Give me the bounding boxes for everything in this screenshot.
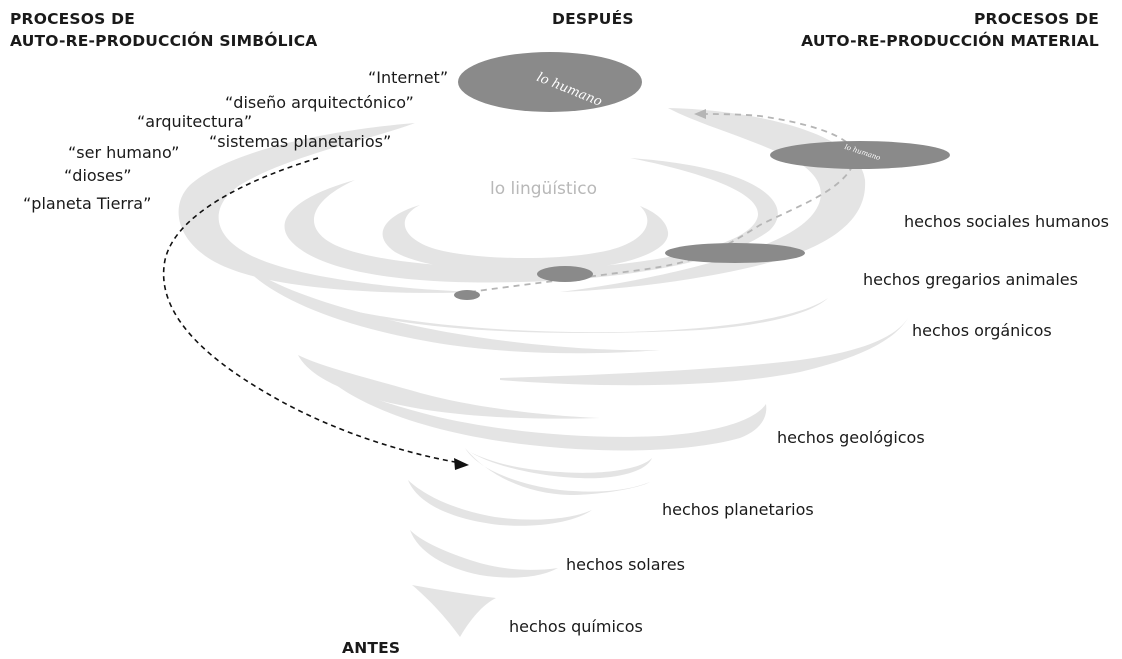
symbolic-item-architectural-design: “diseño arquitectónico” xyxy=(225,93,414,112)
level-organic: hechos orgánicos xyxy=(912,321,1052,340)
black-dashed-arrow xyxy=(162,157,456,463)
human-blob-large xyxy=(458,52,642,112)
level-chemical: hechos químicos xyxy=(509,617,643,636)
right-header-line2: AUTO-RE-PRODUCCIÓN MATERIAL xyxy=(801,32,1099,50)
level-planetary: hechos planetarios xyxy=(662,500,814,519)
left-header-line1: PROCESOS DE xyxy=(10,10,135,28)
symbolic-item-internet: “Internet” xyxy=(368,68,449,87)
black-arrow-head xyxy=(454,458,469,470)
spiral-band-9 xyxy=(320,372,767,451)
spiral-band-12 xyxy=(408,480,592,526)
spiral-band-8 xyxy=(298,355,600,419)
blob-gregarious xyxy=(537,266,593,282)
after-header: DESPUÉS xyxy=(552,10,634,28)
symbolic-item-human-being: “ser humano” xyxy=(68,143,180,162)
spiral-band-13 xyxy=(410,530,558,578)
level-social-human: hechos sociales humanos xyxy=(904,212,1109,231)
spiral-band-1 xyxy=(178,123,480,293)
level-geological: hechos geológicos xyxy=(777,428,925,447)
symbolic-item-planetary-systems: “sistemas planetarios” xyxy=(209,132,392,151)
left-header-line2: AUTO-RE-PRODUCCIÓN SIMBÓLICA xyxy=(10,32,318,50)
human-blob-small xyxy=(770,141,950,169)
blob-social xyxy=(665,243,805,263)
spiral-band-6 xyxy=(240,262,660,354)
linguistic-label: lo lingüístico xyxy=(490,179,598,199)
level-gregarious-animal: hechos gregarios animales xyxy=(863,270,1078,289)
spiral-band-11 xyxy=(470,452,652,479)
spiral-band-7 xyxy=(500,318,908,386)
symbolic-item-gods: “dioses” xyxy=(64,166,132,185)
level-solar: hechos solares xyxy=(566,555,685,574)
gray-arrow-head xyxy=(694,109,706,119)
symbolic-item-architecture: “arquitectura” xyxy=(137,112,253,131)
spiral-band-4 xyxy=(382,205,669,272)
blob-origin xyxy=(454,290,480,300)
gray-dashed-spiral xyxy=(469,113,857,293)
right-header: PROCESOS DE AUTO-RE-PRODUCCIÓN MATERIAL xyxy=(801,8,1099,52)
right-header-line1: PROCESOS DE xyxy=(974,10,1099,28)
left-header: PROCESOS DE AUTO-RE-PRODUCCIÓN SIMBÓLICA xyxy=(10,8,317,52)
symbolic-item-planet-earth: “planeta Tierra” xyxy=(23,194,152,213)
spiral-band-14 xyxy=(412,585,496,637)
before-header: ANTES xyxy=(342,639,401,657)
